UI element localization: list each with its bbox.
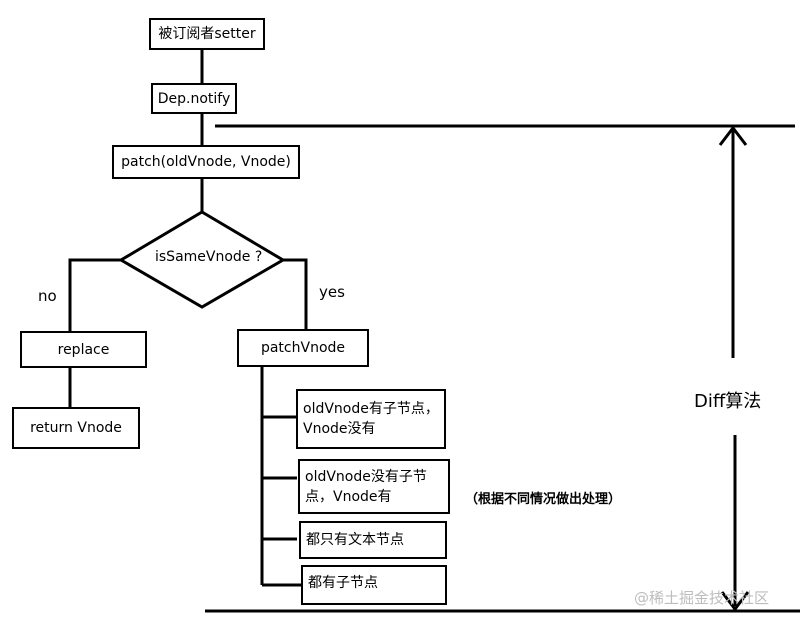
- yes-label: yes: [319, 283, 345, 301]
- replace-box: replace: [20, 331, 147, 368]
- diff-algorithm-label: Diff算法: [694, 385, 762, 415]
- connector-no-branch: [68, 258, 121, 332]
- decision-label: isSameVnode ?: [155, 249, 263, 265]
- case-new-has-children-box: oldVnode没有子节点，Vnode有: [298, 459, 450, 514]
- handling-note: （根据不同情况做出处理）: [465, 492, 622, 507]
- decision-diamond: [118, 210, 286, 309]
- no-label: no: [38, 287, 57, 305]
- patch-box: patch(oldVnode, Vnode): [112, 145, 300, 179]
- case-both-children-box: 都有子节点: [301, 565, 447, 605]
- dep-notify-box: Dep.notify: [151, 83, 237, 114]
- return-vnode-box: return Vnode: [12, 407, 140, 449]
- diff-arrow-down-head: [720, 591, 750, 612]
- watermark: @稀土掘金技术社区: [634, 589, 770, 607]
- connector-yes-branch: [283, 258, 308, 330]
- subscriber-setter-box: 被订阅者setter: [149, 18, 265, 50]
- diff-arrow-up-head: [718, 125, 748, 146]
- patch-vnode-box: patchVnode: [237, 329, 369, 367]
- case-old-has-children-box: oldVnode有子节点，Vnode没有: [296, 389, 446, 449]
- case-both-text-box: 都只有文本节点: [299, 521, 447, 559]
